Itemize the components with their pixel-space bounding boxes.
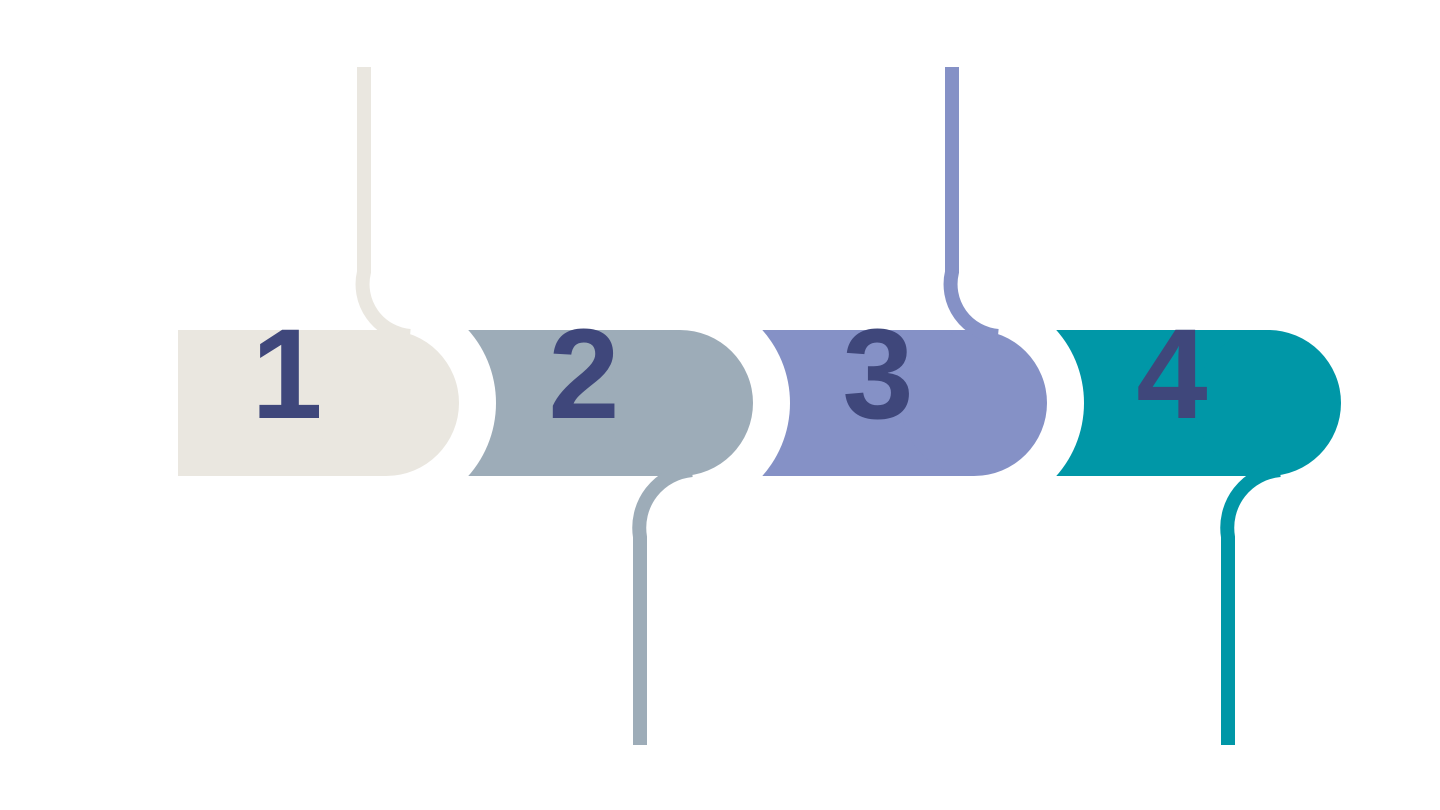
- step-3: [700, 67, 1047, 476]
- connector-line: [355, 67, 411, 343]
- step-number-1: 1: [251, 303, 322, 446]
- connector-line: [1220, 463, 1281, 745]
- step-cap: [1195, 330, 1341, 476]
- step-cap: [313, 330, 459, 476]
- step-cap: [901, 330, 1047, 476]
- step-number-4: 4: [1136, 303, 1207, 446]
- connector-line: [943, 67, 999, 343]
- step-number-2: 2: [548, 303, 619, 446]
- step-number-3: 3: [842, 303, 913, 446]
- connector-line: [632, 463, 693, 745]
- step-1: [178, 67, 459, 476]
- step-cap: [607, 330, 753, 476]
